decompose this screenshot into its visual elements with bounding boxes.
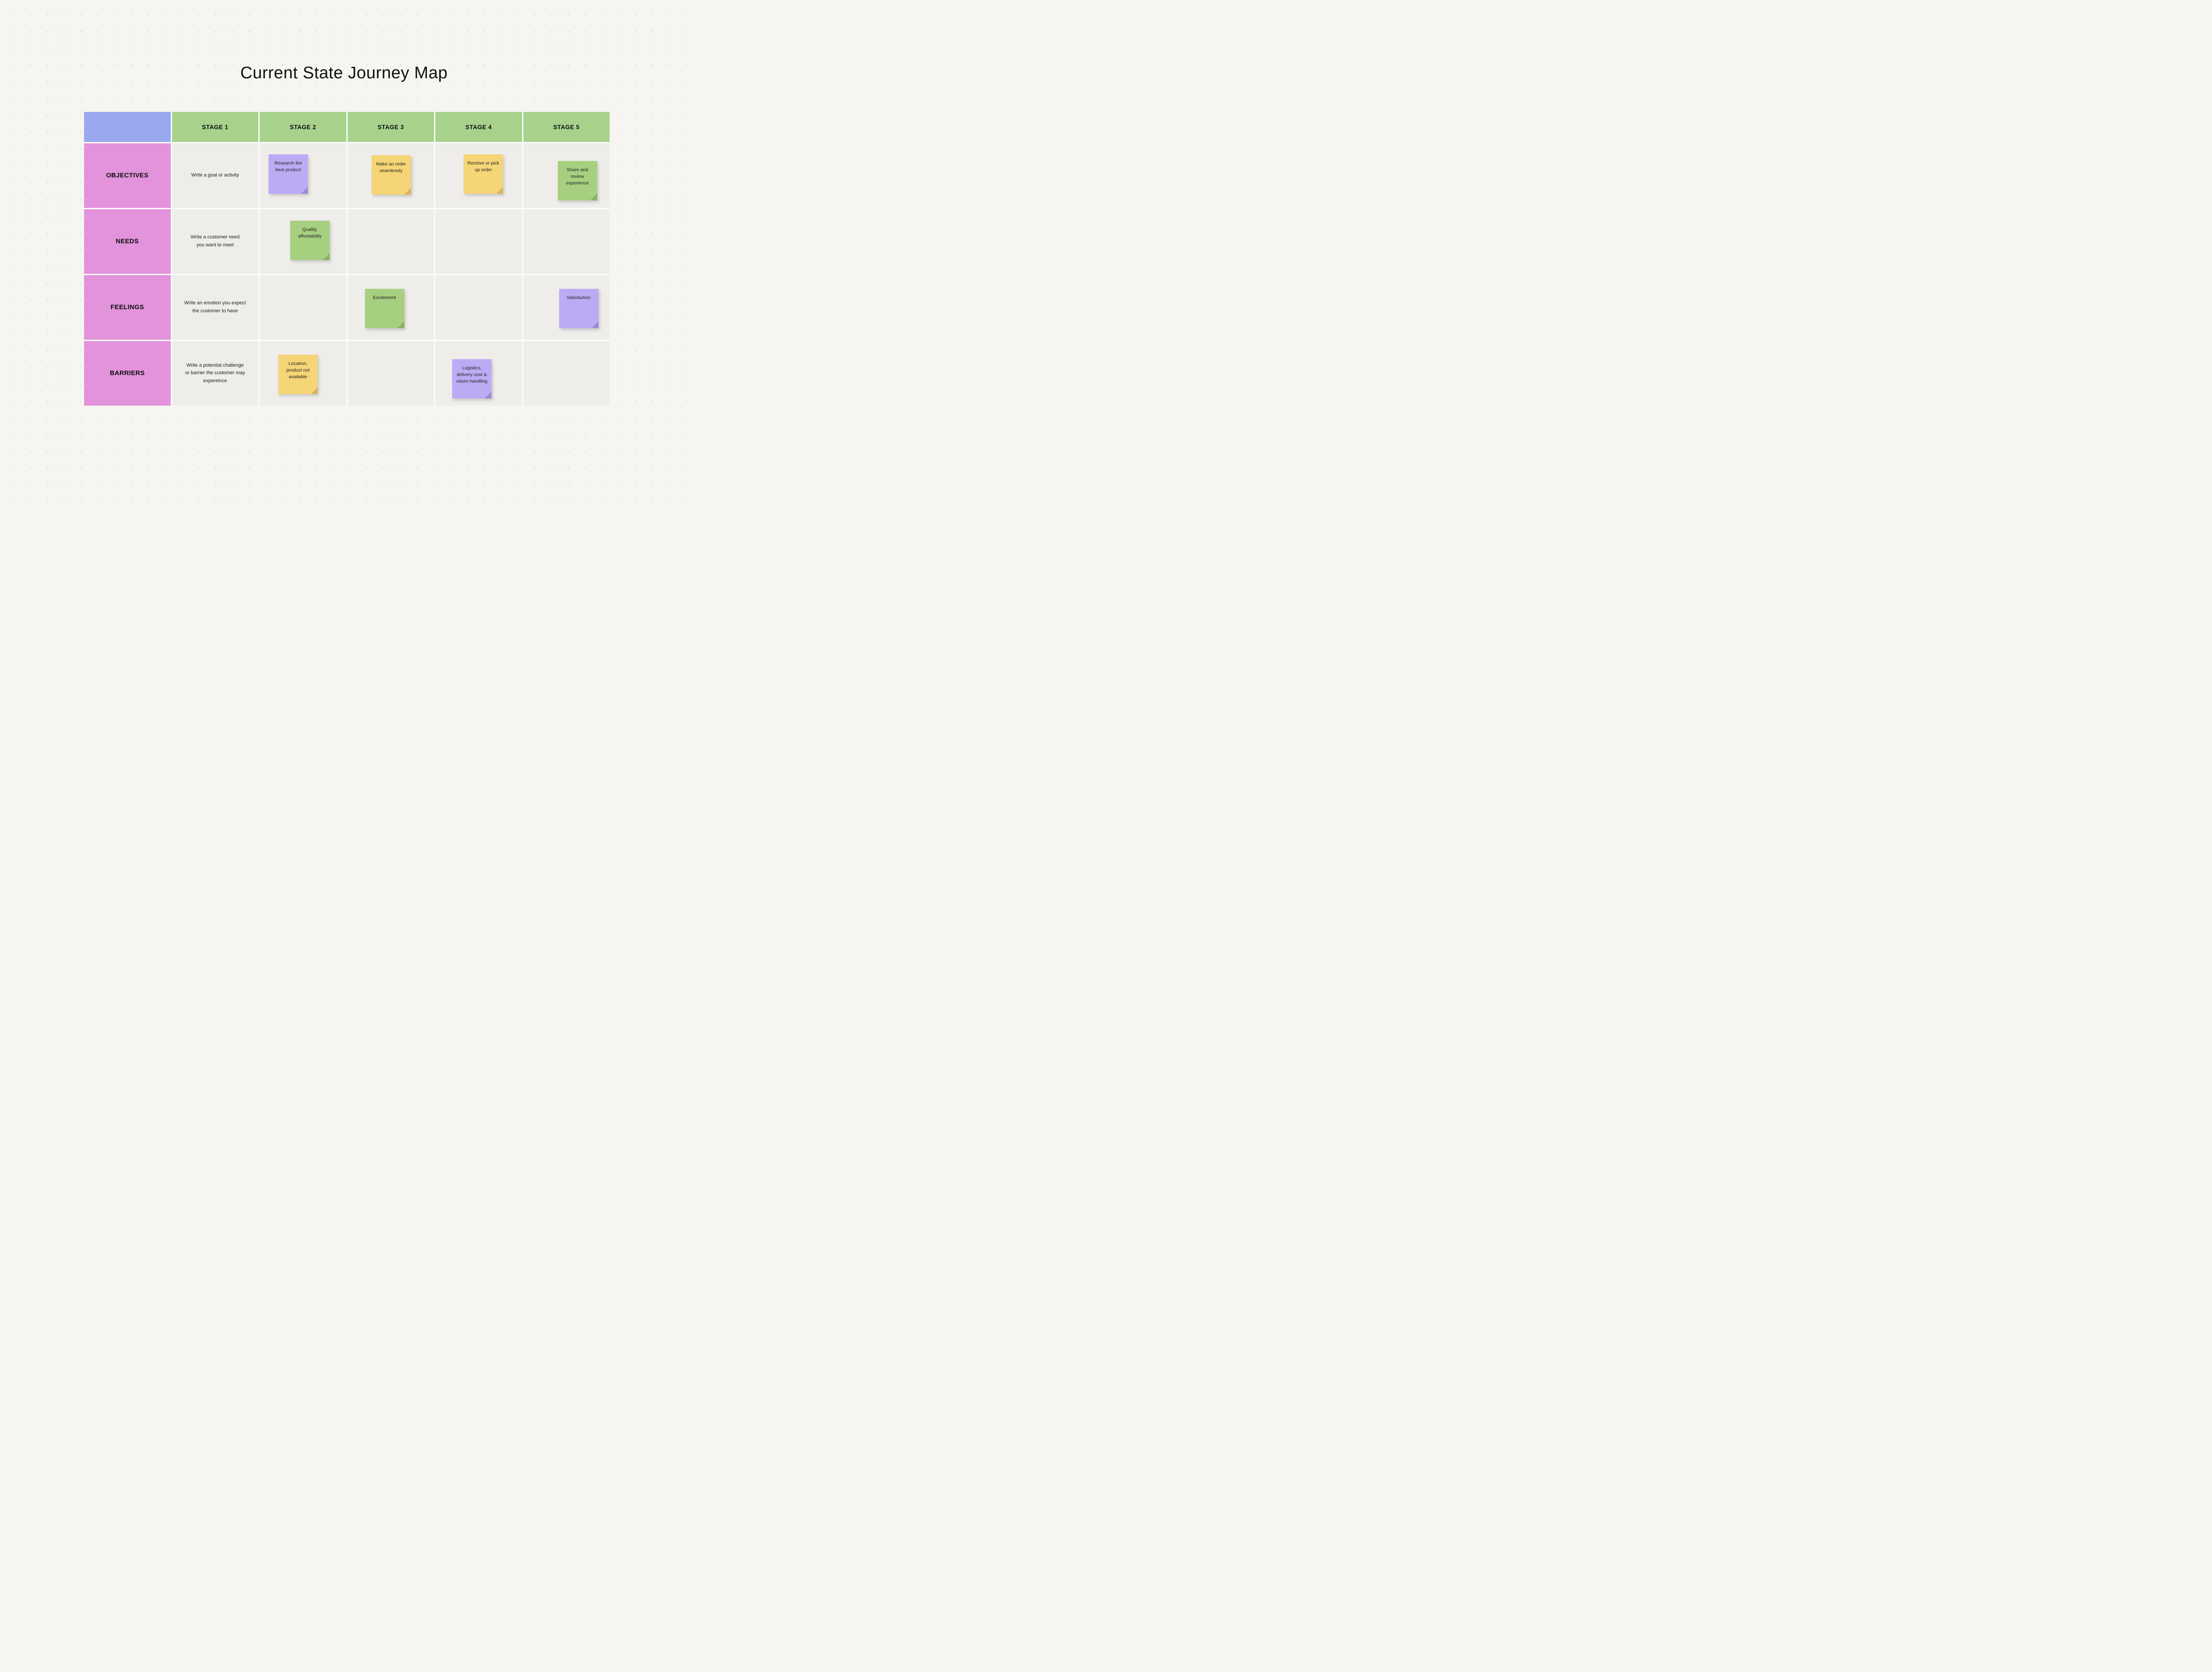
instruction-text: Write an emotion you expect the customer… bbox=[184, 300, 246, 314]
page-title[interactable]: Current State Journey Map bbox=[240, 64, 448, 82]
sticky-note-text: Research the best product bbox=[274, 161, 302, 173]
folded-corner-icon bbox=[496, 187, 503, 194]
cell-barriers-stage2[interactable]: Location, product not available bbox=[260, 341, 346, 406]
sticky-note-text: Share and review experience bbox=[566, 167, 589, 186]
cell-barriers-stage4[interactable]: Logistics, delivery cost & return handli… bbox=[435, 341, 522, 406]
stage-header-2[interactable]: STAGE 2 bbox=[260, 112, 346, 142]
folded-corner-icon bbox=[591, 321, 599, 328]
sticky-note-make-order[interactable]: Make an order seamlessly bbox=[371, 155, 411, 195]
folded-corner-icon bbox=[590, 193, 597, 200]
row-label-objectives[interactable]: OBJECTIVES bbox=[84, 143, 171, 208]
cell-feelings-stage4[interactable] bbox=[435, 275, 522, 340]
stage-header-5[interactable]: STAGE 5 bbox=[523, 112, 610, 142]
cell-objectives-stage3[interactable]: Make an order seamlessly bbox=[347, 143, 434, 208]
cell-objectives-stage5[interactable]: Share and review experience bbox=[523, 143, 610, 208]
sticky-note-excitement[interactable]: Excitement bbox=[365, 289, 404, 328]
row-label-needs[interactable]: NEEDS bbox=[84, 209, 171, 274]
sticky-note-share-review[interactable]: Share and review experience bbox=[557, 161, 597, 200]
cell-feelings-stage5[interactable]: Satisfaction bbox=[523, 275, 610, 340]
folded-corner-icon bbox=[301, 187, 308, 194]
sticky-note-text: Location, product not available bbox=[286, 361, 310, 380]
sticky-note-receive-order[interactable]: Receive or pick up order bbox=[464, 154, 503, 194]
cell-feelings-stage3[interactable]: Excitement bbox=[347, 275, 434, 340]
cell-objectives-stage4[interactable]: Receive or pick up order bbox=[435, 143, 522, 208]
instruction-text: Write a customer need you want to meet bbox=[191, 234, 240, 248]
sticky-note-text: Excitement bbox=[373, 295, 396, 300]
sticky-note-text: Make an order seamlessly bbox=[376, 161, 406, 174]
cell-feelings-stage2[interactable] bbox=[260, 275, 346, 340]
sticky-note-research-best-product[interactable]: Research the best product bbox=[269, 154, 308, 194]
row-label-barriers[interactable]: BARRIERS bbox=[84, 341, 171, 406]
stage-header-4[interactable]: STAGE 4 bbox=[435, 112, 522, 142]
sticky-note-text: Receive or pick up order bbox=[467, 161, 499, 173]
journey-map-table: STAGE 1 STAGE 2 STAGE 3 STAGE 4 STAGE 5 … bbox=[84, 112, 610, 406]
cell-needs-stage1[interactable]: Write a customer need you want to meet bbox=[172, 209, 258, 274]
folded-corner-icon bbox=[397, 321, 404, 328]
folded-corner-icon bbox=[323, 253, 330, 260]
stage-header-3[interactable]: STAGE 3 bbox=[347, 112, 434, 142]
cell-feelings-stage1[interactable]: Write an emotion you expect the customer… bbox=[172, 275, 258, 340]
cell-barriers-stage3[interactable] bbox=[347, 341, 434, 406]
sticky-note-text: Logistics, delivery cost & return handli… bbox=[456, 365, 488, 384]
folded-corner-icon bbox=[311, 387, 318, 394]
row-label-feelings[interactable]: FEELINGS bbox=[84, 275, 171, 340]
cell-needs-stage5[interactable] bbox=[523, 209, 610, 274]
sticky-note-satisfaction[interactable]: Satisfaction bbox=[559, 289, 599, 328]
folded-corner-icon bbox=[403, 188, 411, 195]
instruction-text: Write a goal or activity bbox=[191, 173, 239, 178]
cell-needs-stage3[interactable] bbox=[347, 209, 434, 274]
cell-barriers-stage1[interactable]: Write a potential challenge or barrier t… bbox=[172, 341, 258, 406]
sticky-note-text: Quality, affordability bbox=[298, 227, 322, 239]
folded-corner-icon bbox=[484, 391, 492, 399]
whiteboard-canvas: Current State Journey Map STAGE 1 STAGE … bbox=[0, 0, 688, 516]
cell-barriers-stage5[interactable] bbox=[523, 341, 610, 406]
cell-objectives-stage2[interactable]: Research the best product bbox=[260, 143, 346, 208]
cell-objectives-stage1[interactable]: Write a goal or activity bbox=[172, 143, 258, 208]
stage-header-1[interactable]: STAGE 1 bbox=[172, 112, 258, 142]
sticky-note-quality-affordability[interactable]: Quality, affordability bbox=[290, 221, 330, 260]
sticky-note-location-availability[interactable]: Location, product not available bbox=[278, 355, 318, 394]
instruction-text: Write a potential challenge or barrier t… bbox=[185, 362, 245, 383]
sticky-note-text: Satisfaction bbox=[566, 295, 591, 300]
table-corner-cell[interactable] bbox=[84, 112, 171, 142]
sticky-note-logistics[interactable]: Logistics, delivery cost & return handli… bbox=[452, 359, 492, 399]
cell-needs-stage4[interactable] bbox=[435, 209, 522, 274]
cell-needs-stage2[interactable]: Quality, affordability bbox=[260, 209, 346, 274]
